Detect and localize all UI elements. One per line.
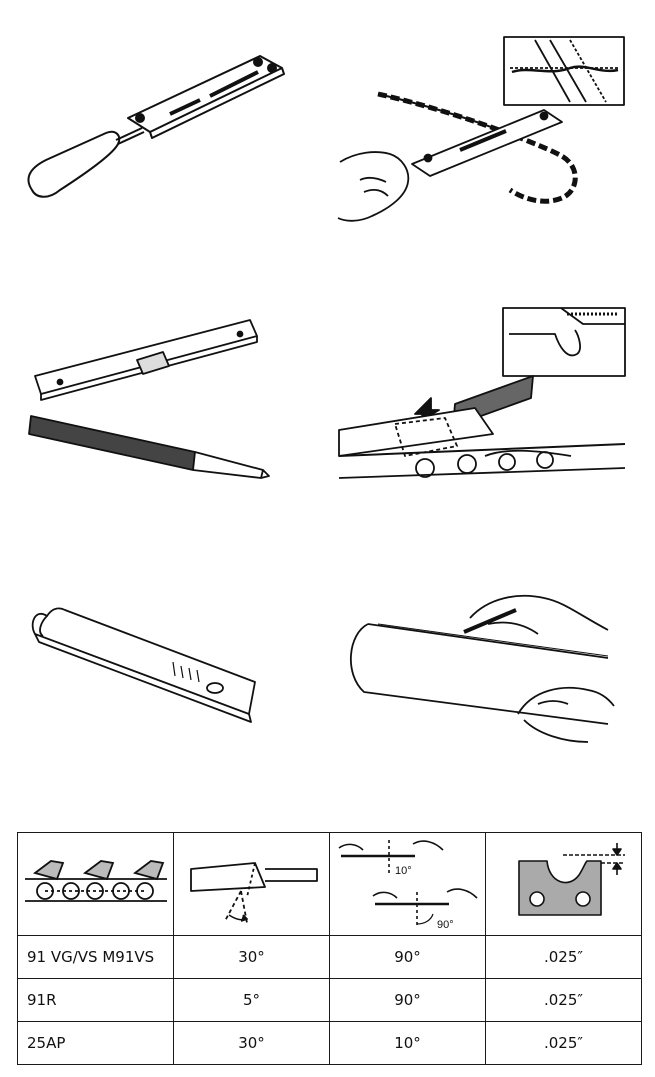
file-angle-cell: 10° <box>329 1021 486 1065</box>
groove-cleaner-icon <box>25 596 265 746</box>
file-holder-on-chain <box>330 30 630 230</box>
top-plate-angle-cell: 30° <box>173 935 330 979</box>
depth-gauge-cell: .025″ <box>485 978 642 1022</box>
depth-gauge-icon <box>489 839 639 929</box>
flat-file-icon <box>25 312 290 487</box>
file-holder-with-handle <box>20 40 295 210</box>
depth-gauge-filing <box>335 306 630 506</box>
chain-type-cell: 91 VG/VS M91VS <box>17 935 174 979</box>
file-angle-icon: 10° 90° <box>333 834 483 931</box>
header-file-angle-cell: 10° 90° <box>329 832 486 936</box>
top-plate-angle-cell: 30° <box>173 1021 330 1065</box>
chain-type-cell: 25AP <box>17 1021 174 1065</box>
bar-cleaning-icon <box>338 574 618 754</box>
bar-groove-cleaner <box>25 596 265 746</box>
depth-gauge-tool-and-flat-file <box>25 312 290 487</box>
angle-90-label: 90° <box>437 919 454 931</box>
chain-filing-icon <box>330 30 630 230</box>
angle-10-label: 10° <box>395 865 412 877</box>
file-angle-cell: 90° <box>329 935 486 979</box>
top-plate-angle-cell: 5° <box>173 978 330 1022</box>
depth-gauge-cell: .025″ <box>485 1021 642 1065</box>
file-holder-icon <box>20 40 295 210</box>
header-top-plate-angle-cell <box>173 832 330 936</box>
header-chain-cell <box>17 832 174 936</box>
table-row: 25AP 30° 10° .025″ <box>17 1021 642 1065</box>
depth-gauge-filing-icon <box>335 306 630 506</box>
file-angle-cell: 90° <box>329 978 486 1022</box>
table-row: 91R 5° 90° .025″ <box>17 978 642 1022</box>
header-depth-gauge-cell <box>485 832 642 936</box>
depth-gauge-cell: .025″ <box>485 935 642 979</box>
chain-type-cell: 91R <box>17 978 174 1022</box>
table-header-row: 10° 90° <box>17 832 642 936</box>
chain-spec-table: 10° 90° 91 VG/VS M91VS 30° 90° .025″ 91R <box>17 832 642 1065</box>
chain-icon <box>21 849 171 919</box>
table-row: 91 VG/VS M91VS 30° 90° .025″ <box>17 935 642 979</box>
bar-cleaning <box>338 574 618 754</box>
top-plate-angle-icon <box>177 839 327 929</box>
